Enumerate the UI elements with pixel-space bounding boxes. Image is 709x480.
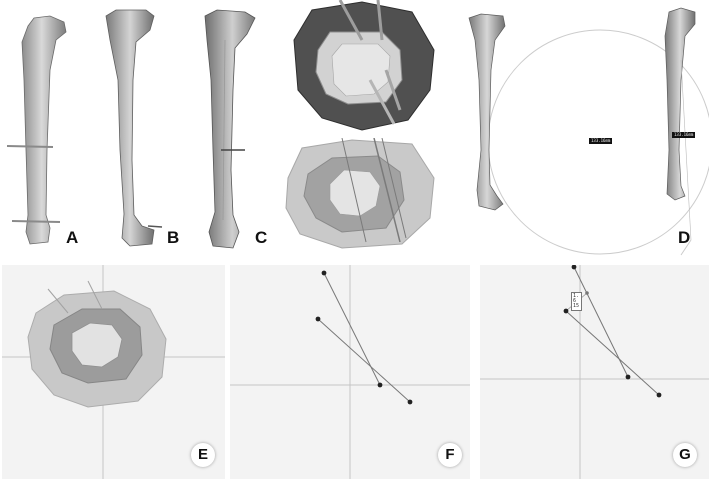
panel-c: C bbox=[189, 0, 277, 252]
tibia-anterior-view bbox=[6, 15, 67, 245]
panel-e: E bbox=[2, 265, 225, 479]
panel-b-label: B bbox=[167, 228, 180, 247]
panel-g: 1.6 15 G bbox=[480, 265, 709, 479]
panel-b: B bbox=[96, 0, 188, 252]
tibia-arc-measurement-view bbox=[468, 7, 709, 256]
tibia-posterior-view bbox=[105, 9, 163, 247]
panel-g-label-text: G bbox=[679, 446, 691, 463]
bone-section-translucent-render bbox=[285, 138, 435, 249]
bone-section-render bbox=[293, 0, 435, 131]
panel-d-label: D bbox=[678, 228, 691, 247]
translucent-cross-section-view bbox=[2, 265, 225, 479]
panel-e-label-text: E bbox=[197, 446, 208, 463]
angle-annotation-tag: 1.6 15 bbox=[571, 292, 582, 311]
panel-d: 133.16mm 133.16mm D bbox=[445, 0, 709, 262]
panel-f: F bbox=[230, 265, 470, 479]
panel-a-label: A bbox=[66, 228, 79, 247]
cross-section-3d-top bbox=[282, 0, 442, 135]
cross-section-3d-bottom bbox=[282, 138, 442, 252]
tibia-lateral-view bbox=[204, 9, 256, 249]
arc-radius-measurement: 133.16mm bbox=[589, 138, 613, 144]
panel-g-label: G bbox=[673, 443, 697, 467]
panel-f-label: F bbox=[438, 443, 462, 467]
two-dimensional-line-plot bbox=[230, 265, 470, 479]
panel-c-label: C bbox=[255, 228, 268, 247]
panel-f-label-text: F bbox=[445, 446, 455, 463]
panel-e-label: E bbox=[191, 443, 215, 467]
panel-a: A bbox=[0, 0, 95, 252]
bone-length-measurement: 133.16mm bbox=[672, 132, 696, 138]
